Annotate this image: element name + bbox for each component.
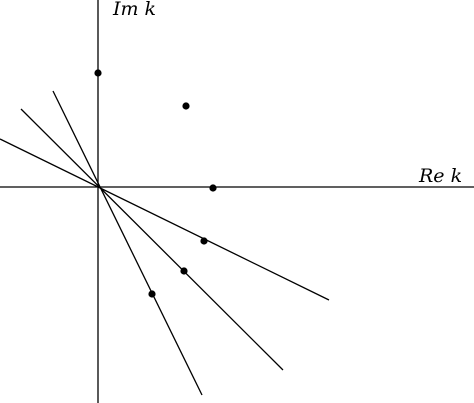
imaginary-axis-label: Im k <box>112 0 156 20</box>
ray-steep <box>52 90 203 396</box>
point-on-shallow-ray <box>200 237 208 245</box>
ray-shallow <box>0 138 330 301</box>
ray-middle <box>20 108 284 371</box>
point-upper-right <box>182 102 190 110</box>
real-axis-label: Re k <box>418 165 462 187</box>
point-on-middle-ray <box>180 267 188 275</box>
point-on-real-axis <box>209 184 217 192</box>
point-on-steep-ray <box>148 290 156 298</box>
point-on-imaginary-axis <box>94 69 102 77</box>
